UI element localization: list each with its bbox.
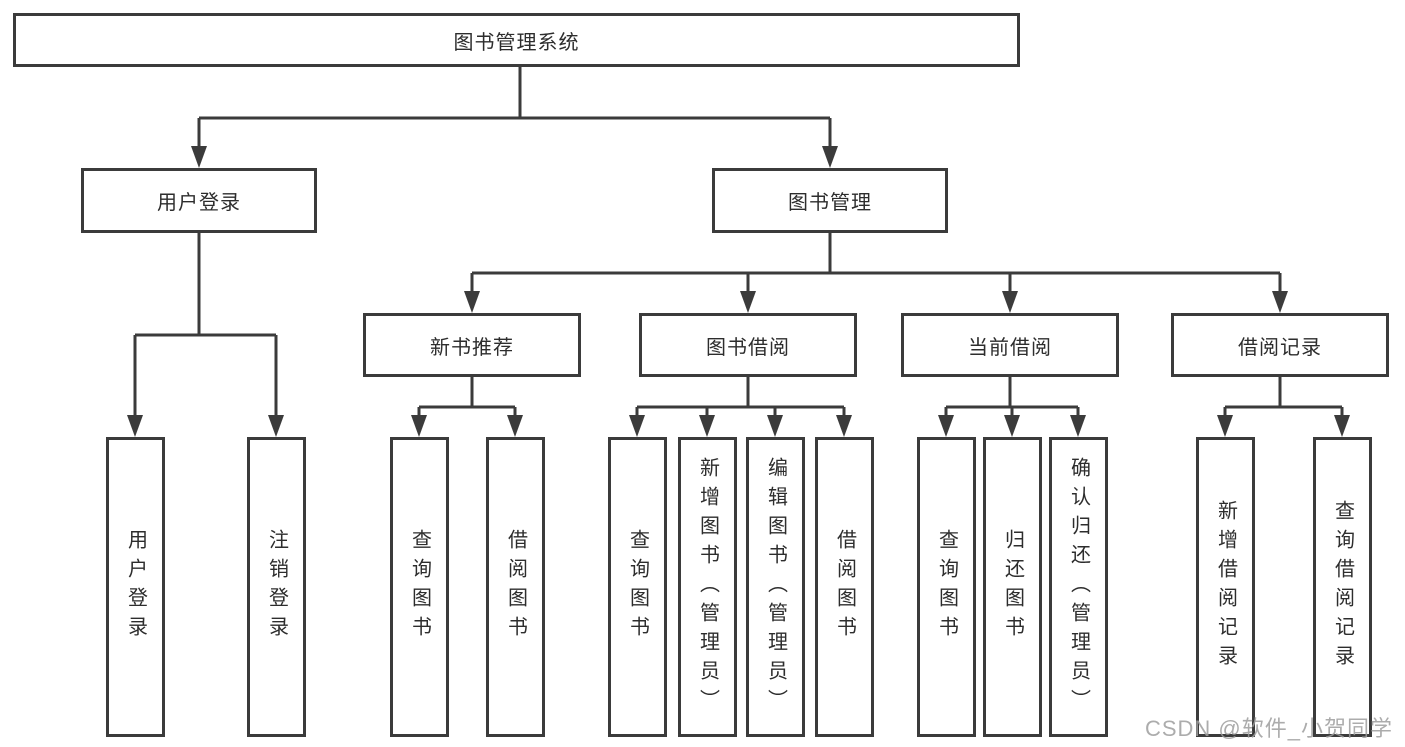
node-current-borrow-label: 当前借阅 bbox=[968, 336, 1052, 359]
node-book-borrow-label: 图书借阅 bbox=[706, 336, 790, 359]
leaf-logout: 注销登录 bbox=[247, 437, 306, 737]
node-new-book-recommend-label: 新书推荐 bbox=[430, 336, 514, 359]
leaf-recommend-borrow-books-label: 借阅图书 bbox=[504, 529, 527, 645]
leaf-borrow-query-books-label: 查询图书 bbox=[626, 529, 649, 645]
leaf-user-login-label: 用户登录 bbox=[124, 529, 147, 645]
leaf-user-login: 用户登录 bbox=[106, 437, 165, 737]
leaf-edit-books-admin: 编辑图书（管理员） bbox=[746, 437, 805, 737]
leaf-recommend-borrow-books: 借阅图书 bbox=[486, 437, 545, 737]
leaf-return-books-label: 归还图书 bbox=[1001, 529, 1024, 645]
leaf-edit-books-admin-label: 编辑图书（管理员） bbox=[764, 456, 787, 718]
leaf-add-borrow-record: 新增借阅记录 bbox=[1196, 437, 1255, 737]
leaf-add-books-admin: 新增图书（管理员） bbox=[678, 437, 737, 737]
node-book-management: 图书管理 bbox=[712, 168, 948, 233]
node-user-login: 用户登录 bbox=[81, 168, 317, 233]
root-node: 图书管理系统 bbox=[13, 13, 1020, 67]
leaf-add-borrow-record-label: 新增借阅记录 bbox=[1214, 500, 1237, 674]
root-node-label: 图书管理系统 bbox=[453, 31, 580, 54]
node-borrow-records: 借阅记录 bbox=[1171, 313, 1389, 377]
leaf-borrow-borrow-books: 借阅图书 bbox=[815, 437, 874, 737]
node-book-management-label: 图书管理 bbox=[788, 192, 872, 214]
node-new-book-recommend: 新书推荐 bbox=[363, 313, 581, 377]
csdn-watermark: CSDN @软件_小贺同学 bbox=[1144, 716, 1393, 741]
leaf-logout-label: 注销登录 bbox=[265, 529, 288, 645]
leaf-borrow-borrow-books-label: 借阅图书 bbox=[833, 529, 856, 645]
leaf-confirm-return-admin: 确认归还（管理员） bbox=[1049, 437, 1108, 737]
leaf-current-query-books-label: 查询图书 bbox=[935, 529, 958, 645]
leaf-query-borrow-record-label: 查询借阅记录 bbox=[1331, 500, 1354, 674]
leaf-add-books-admin-label: 新增图书（管理员） bbox=[696, 456, 719, 718]
leaf-confirm-return-admin-label: 确认归还（管理员） bbox=[1067, 456, 1090, 718]
node-current-borrow: 当前借阅 bbox=[901, 313, 1119, 377]
leaf-recommend-query-books-label: 查询图书 bbox=[408, 529, 431, 645]
leaf-recommend-query-books: 查询图书 bbox=[390, 437, 449, 737]
leaf-return-books: 归还图书 bbox=[983, 437, 1042, 737]
node-book-borrow: 图书借阅 bbox=[639, 313, 857, 377]
leaf-borrow-query-books: 查询图书 bbox=[608, 437, 667, 737]
leaf-current-query-books: 查询图书 bbox=[917, 437, 976, 737]
node-user-login-label: 用户登录 bbox=[157, 192, 241, 214]
leaf-query-borrow-record: 查询借阅记录 bbox=[1313, 437, 1372, 737]
node-borrow-records-label: 借阅记录 bbox=[1238, 336, 1322, 359]
